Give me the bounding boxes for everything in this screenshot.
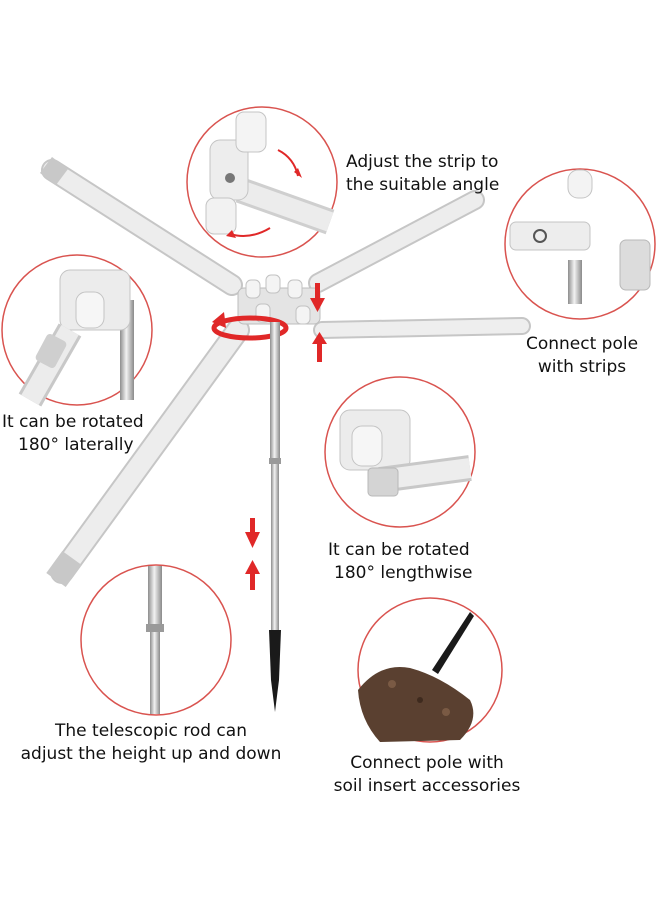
height-arrow-down-icon bbox=[245, 518, 260, 548]
caption-rotate-laterally: It can be rotated 180° laterally bbox=[2, 411, 144, 457]
detail-circle-connect-strips bbox=[504, 168, 656, 320]
caption-line: adjust the height up and down bbox=[20, 744, 282, 764]
height-arrow-up-icon bbox=[245, 560, 260, 590]
rotation-arrow-icon bbox=[211, 312, 289, 341]
caption-rotate-lengthwise: It can be rotated 180° lengthwise bbox=[328, 539, 472, 585]
red-arrow-down-icon bbox=[310, 283, 325, 312]
light-bar-lower-left bbox=[46, 318, 250, 588]
caption-line: It can be rotated bbox=[328, 540, 470, 560]
caption-line: with strips bbox=[537, 357, 627, 377]
telescopic-pole bbox=[269, 322, 281, 712]
light-bar-upper-right bbox=[308, 190, 485, 293]
caption-line: the suitable angle bbox=[346, 175, 500, 195]
caption-line: 180° laterally bbox=[18, 435, 134, 455]
detail-circle-rotate-laterally bbox=[1, 254, 153, 407]
detail-circle-telescopic-rod bbox=[80, 564, 232, 716]
caption-line: Connect pole with bbox=[350, 753, 504, 773]
caption-connect-strips: Connect pole with strips bbox=[514, 333, 650, 379]
caption-line: Connect pole bbox=[525, 334, 639, 354]
caption-line: The telescopic rod can bbox=[55, 721, 247, 741]
detail-circle-adjust-angle bbox=[186, 106, 338, 258]
detail-circle-rotate-lengthwise bbox=[324, 376, 476, 528]
caption-adjust-strip: Adjust the strip to the suitable angle bbox=[346, 151, 499, 197]
caption-line: 180° lengthwise bbox=[334, 563, 473, 583]
light-bar-upper-left bbox=[40, 157, 243, 296]
red-arrow-up-icon bbox=[312, 332, 327, 362]
detail-circle-soil-insert bbox=[357, 597, 503, 743]
caption-line: soil insert accessories bbox=[333, 776, 521, 796]
caption-telescopic: The telescopic rod can adjust the height… bbox=[10, 720, 292, 766]
caption-soil: Connect pole with soil insert accessorie… bbox=[322, 752, 532, 798]
light-bar-right bbox=[313, 317, 531, 339]
caption-line: Adjust the strip to bbox=[346, 152, 499, 172]
central-hub bbox=[237, 274, 321, 325]
caption-line: It can be rotated bbox=[2, 412, 144, 432]
